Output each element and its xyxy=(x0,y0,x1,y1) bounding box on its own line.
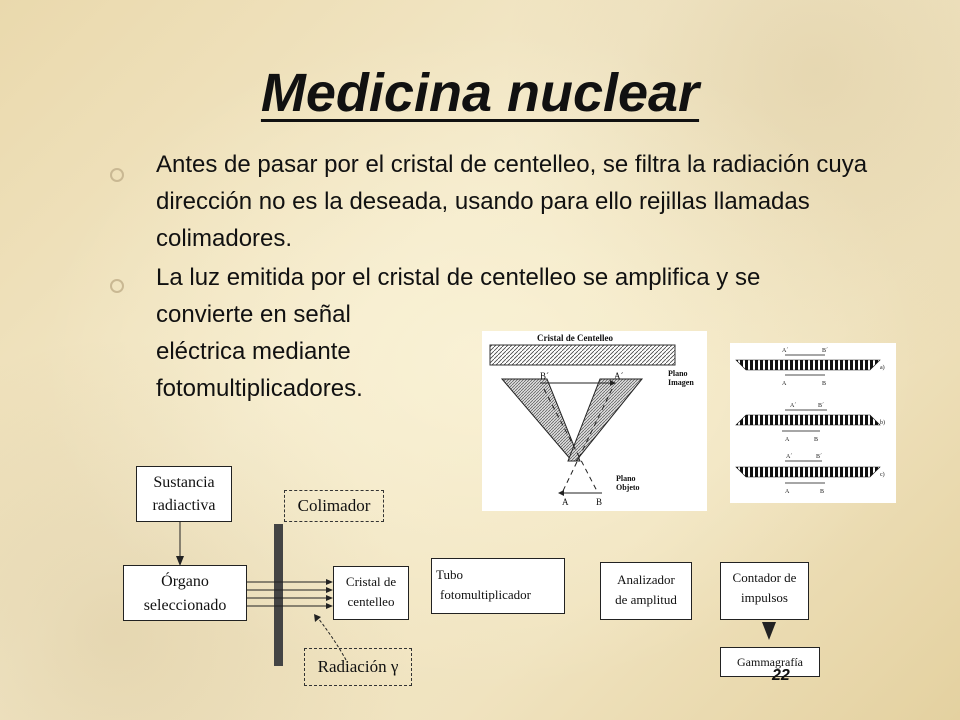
label-a: A xyxy=(562,497,569,507)
image-plane-label-2: Imagen xyxy=(668,378,694,387)
bullet-1-text: Antes de pasar por el cristal de centell… xyxy=(156,151,868,252)
collimator-right xyxy=(567,378,644,462)
object-plane-label: Plano xyxy=(616,474,636,483)
colimador-label: Colimador xyxy=(284,490,384,522)
svg-text:B´: B´ xyxy=(816,454,822,460)
crystal-bar xyxy=(489,344,676,366)
svg-text:A: A xyxy=(782,381,787,387)
object-plane-label-2: Objeto xyxy=(616,483,640,492)
crystal-label: Cristal de Centelleo xyxy=(537,333,613,343)
svg-text:a): a) xyxy=(880,364,885,371)
collimator-geometry-drawing: Cristal de Centelleo B´ A´ A B Plano Ima… xyxy=(489,333,694,507)
label-b-prime: B´ xyxy=(540,371,549,381)
collimator-left xyxy=(500,378,581,462)
label-a-prime: A´ xyxy=(614,371,624,381)
row-c: A´ B´ A B c) xyxy=(735,454,885,495)
svg-text:A: A xyxy=(785,437,790,443)
svg-text:B: B xyxy=(820,489,824,495)
collimator-geometry-figure: Cristal de Centelleo B´ A´ A B Plano Ima… xyxy=(482,331,707,511)
collimator-types-drawing: A´ B´ A B a) A´ B´ A B b) A´ B´ A xyxy=(735,348,885,495)
radiacion-label: Radiación γ xyxy=(304,648,412,686)
page-number: 22 xyxy=(772,667,790,684)
bullet-icon xyxy=(110,168,124,182)
bullet-2-line-3: eléctrica mediante xyxy=(156,338,351,365)
svg-text:A´: A´ xyxy=(786,454,792,460)
slide-title: Medicina nuclear xyxy=(260,63,700,123)
svg-text:B: B xyxy=(822,381,826,387)
bullet-2-text: La luz emitida por el cristal de centell… xyxy=(156,264,761,291)
image-plane-label: Plano xyxy=(668,369,688,378)
svg-text:A: A xyxy=(785,489,790,495)
row-a: A´ B´ A B a) xyxy=(735,348,885,387)
svg-text:B´: B´ xyxy=(818,403,824,409)
row-b: A´ B´ A B b) xyxy=(735,403,885,443)
gammagrafia-box: Gammagrafía xyxy=(720,647,820,677)
collimator-types-figure: A´ B´ A B a) A´ B´ A B b) A´ B´ A xyxy=(730,343,896,503)
svg-text:c): c) xyxy=(880,471,885,478)
svg-text:B´: B´ xyxy=(822,348,828,354)
bullet-2-line-4: fotomultiplicadores. xyxy=(156,375,363,402)
svg-text:b): b) xyxy=(880,419,885,426)
bullet-2-line-2: convierte en señal xyxy=(156,301,351,328)
bullet-icon xyxy=(110,279,124,293)
svg-text:B: B xyxy=(814,437,818,443)
svg-text:A´: A´ xyxy=(782,348,788,354)
svg-text:A´: A´ xyxy=(790,403,796,409)
label-b: B xyxy=(596,497,602,507)
